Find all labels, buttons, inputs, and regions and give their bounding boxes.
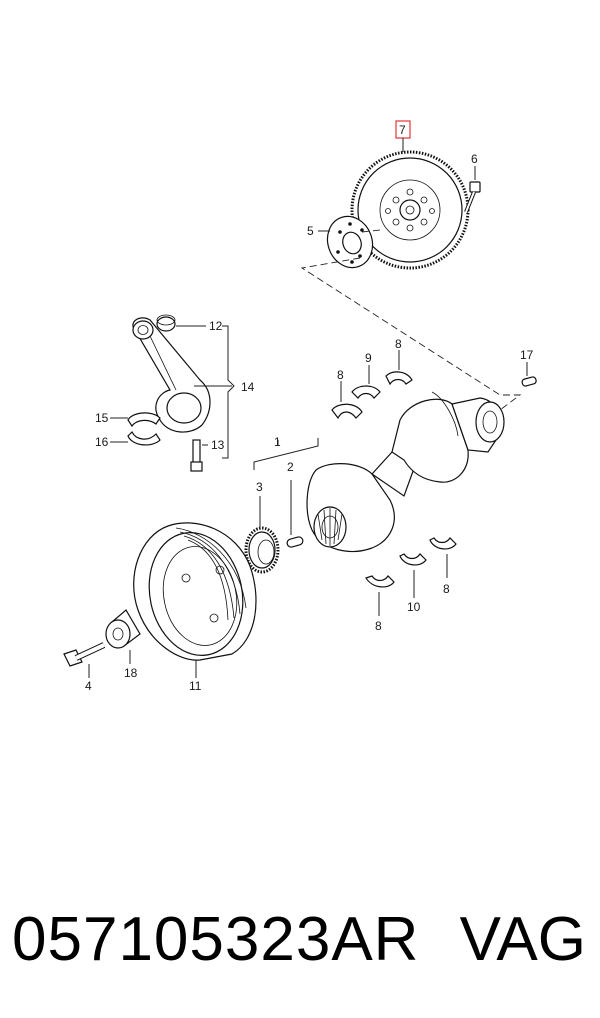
pulley-spacer[interactable] <box>105 609 141 649</box>
thrust-washer-lower[interactable] <box>399 553 427 566</box>
callout-9: 9 <box>365 351 372 365</box>
small-end-bushing[interactable] <box>156 314 176 332</box>
exploded-parts-diagram: 7 6 5 12 14 15 16 13 9 8 8 17 1 2 3 8 10… <box>63 120 537 693</box>
callout-11: 11 <box>189 679 202 693</box>
main-bearing-lower-right[interactable] <box>429 537 457 550</box>
callout-3: 3 <box>256 480 263 494</box>
main-bearing-lower-left[interactable] <box>365 575 395 588</box>
callout-8-lower-left: 8 <box>375 619 382 633</box>
callout-15: 15 <box>95 411 109 425</box>
callout-8-upper-left: 8 <box>337 368 344 382</box>
callout-4: 4 <box>85 679 92 693</box>
spacer-plate[interactable] <box>320 210 379 274</box>
flywheel[interactable] <box>350 150 470 270</box>
callout-1: 1 <box>274 435 281 449</box>
callout-17: 17 <box>520 348 534 362</box>
callout-8-upper-right: 8 <box>395 337 402 351</box>
callout-7: 7 <box>399 123 406 137</box>
rod-bearing-upper[interactable] <box>127 412 161 428</box>
footer: 057105323AR VAG <box>0 895 600 985</box>
callout-16: 16 <box>95 435 109 449</box>
callout-10: 10 <box>407 600 421 614</box>
dowel-pin[interactable] <box>521 376 537 387</box>
crankshaft[interactable] <box>306 391 505 552</box>
main-bearing-upper-left[interactable] <box>331 403 363 420</box>
flywheel-bolt[interactable] <box>464 181 481 213</box>
callout-18: 18 <box>124 666 138 680</box>
part-number: 057105323AR <box>12 905 420 974</box>
woodruff-key[interactable] <box>286 536 304 548</box>
thrust-washer-upper[interactable] <box>351 385 381 399</box>
brand-name: VAG <box>459 905 586 974</box>
rod-bolt[interactable] <box>190 439 203 472</box>
alignment-dashed-line <box>300 257 522 411</box>
connecting-rod[interactable] <box>132 317 211 433</box>
callout-8-lower-right: 8 <box>443 582 450 596</box>
callout-12: 12 <box>209 319 223 333</box>
callout-6: 6 <box>471 152 478 166</box>
callout-5: 5 <box>307 224 314 238</box>
main-bearing-upper-right[interactable] <box>385 371 413 386</box>
rod-bearing-lower[interactable] <box>127 430 161 446</box>
vibration-damper-pulley[interactable] <box>133 522 257 664</box>
crank-sprocket[interactable] <box>244 526 280 574</box>
callout-13: 13 <box>211 438 225 452</box>
callout-2: 2 <box>287 460 294 474</box>
pulley-bolt[interactable] <box>63 642 106 667</box>
callout-14: 14 <box>241 380 255 394</box>
